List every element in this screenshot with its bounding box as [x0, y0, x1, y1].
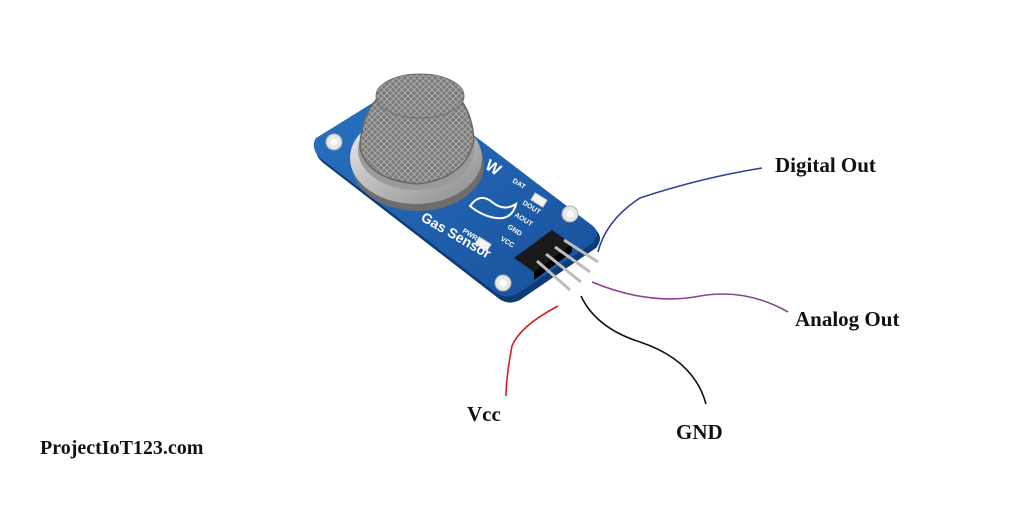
site-watermark: ProjectIoT123.com — [40, 437, 203, 460]
vcc-label: Vcc — [467, 404, 501, 425]
vcc-wire — [506, 306, 558, 396]
gnd-label: GND — [676, 422, 723, 443]
digital-out-wire — [598, 168, 762, 252]
sensor-module: W Gas Sensor DAT PWR DOUT AOUT GND VCC — [314, 74, 600, 303]
gas-sensor-can — [350, 74, 484, 211]
analog-out-label: Analog Out — [795, 309, 899, 330]
analog-out-wire — [592, 282, 788, 312]
digital-out-label: Digital Out — [775, 155, 876, 176]
gnd-wire — [581, 296, 706, 404]
